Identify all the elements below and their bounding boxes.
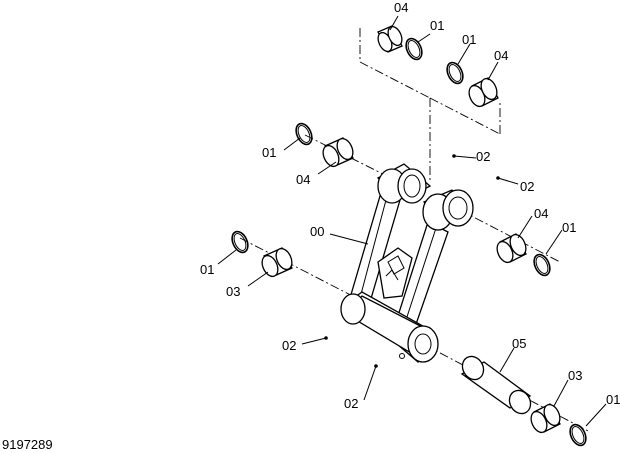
center-lines: [239, 28, 591, 433]
callout-01: 01: [430, 18, 444, 33]
callout-01: 01: [200, 262, 214, 277]
callout-03: 03: [226, 284, 240, 299]
callout-02: 02: [282, 338, 296, 353]
ring-01-top-left: [405, 37, 423, 61]
callout-03: 03: [568, 368, 582, 383]
bushing-04-top-right: [468, 77, 499, 108]
ring-01-top-right: [446, 61, 464, 85]
callout-04: 04: [534, 206, 548, 221]
ring-01-left: [231, 230, 249, 254]
callout-02: 02: [520, 179, 534, 194]
callout-01: 01: [562, 220, 576, 235]
callout-02: 02: [476, 149, 490, 164]
callout-01: 01: [606, 392, 620, 407]
callout-04: 04: [296, 172, 310, 187]
callout-05: 05: [512, 336, 526, 351]
bushing-03-left: [261, 247, 293, 278]
ring-01-right: [533, 253, 551, 277]
callout-leaders: [217, 15, 607, 427]
callout-labels: 04 01 01 04 01 02 04 02 04 00 01 01 03 0…: [200, 0, 620, 411]
ring-01-upper-left: [295, 122, 313, 146]
callout-02: 02: [344, 396, 358, 411]
callout-04: 04: [394, 0, 408, 15]
link-assembly-00: [340, 163, 474, 364]
pin-05: [460, 355, 532, 415]
bushing-03-lower-right: [530, 403, 561, 434]
ring-01-lower-right: [569, 423, 587, 447]
callout-01: 01: [262, 145, 276, 160]
bushing-04-top-left: [377, 25, 403, 53]
callout-00: 00: [310, 224, 324, 239]
bushing-04-upper-left: [322, 137, 354, 168]
callout-01: 01: [462, 32, 476, 47]
drawing-number: 9197289: [2, 437, 53, 452]
bushing-04-right: [496, 233, 527, 264]
callout-04: 04: [494, 48, 508, 63]
